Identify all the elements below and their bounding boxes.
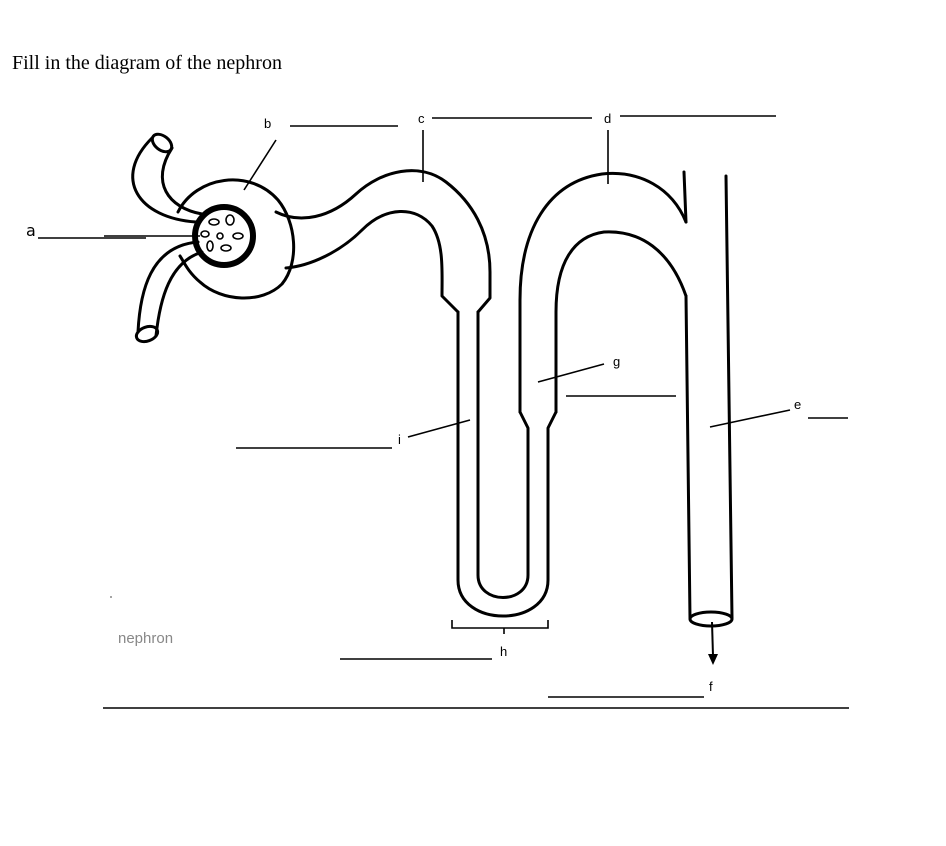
collecting-duct <box>686 176 732 665</box>
loop-of-henle <box>458 312 556 616</box>
label-i: i <box>398 432 401 447</box>
diagram-caption: nephron <box>118 630 173 647</box>
loop-bracket <box>452 620 548 634</box>
proximal-tubule <box>276 171 490 312</box>
label-e: e <box>794 397 801 412</box>
glomerulus <box>195 207 253 265</box>
distal-tubule <box>520 172 686 412</box>
label-a: a <box>26 221 36 240</box>
label-b: b <box>264 116 271 131</box>
label-h: h <box>500 644 507 659</box>
label-f: f <box>709 679 713 694</box>
label-d: d <box>604 111 611 126</box>
stray-mark <box>110 596 112 598</box>
label-c: c <box>418 111 425 126</box>
label-g: g <box>613 354 620 369</box>
